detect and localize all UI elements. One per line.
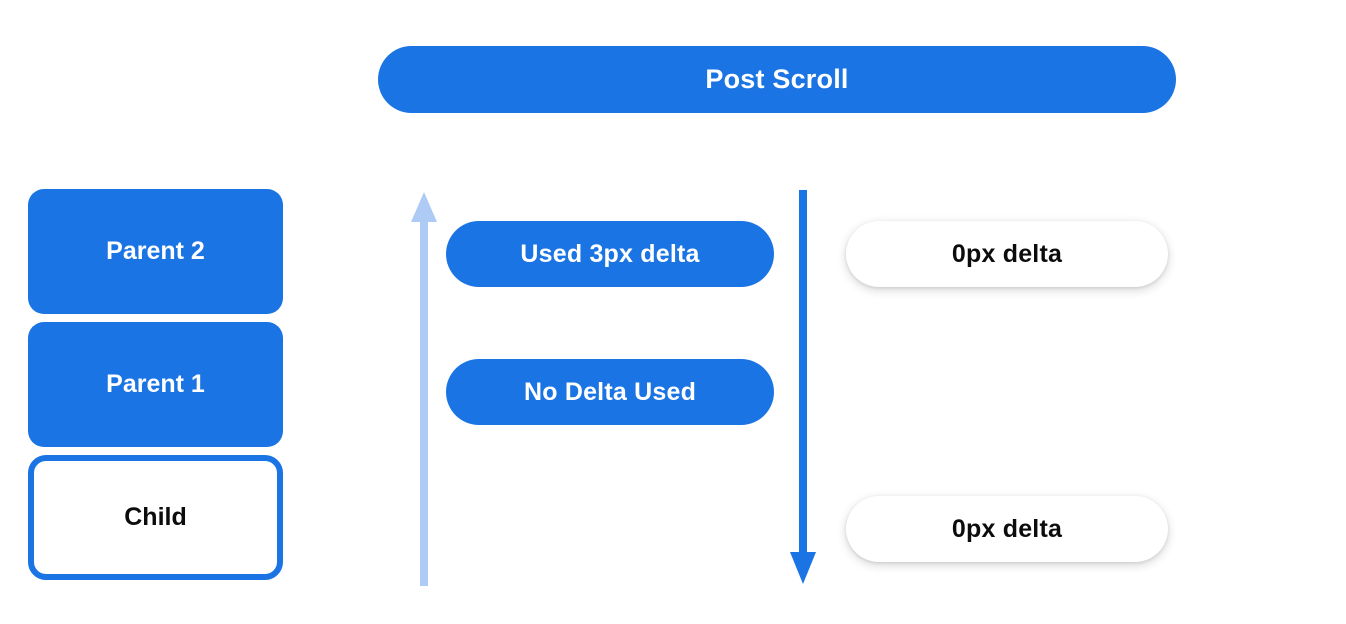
- scroll-up-arrow-icon: [411, 192, 437, 586]
- pill-label-used-3px-delta: Used 3px delta: [520, 239, 700, 268]
- node-box-parent-1: Parent 1: [28, 322, 283, 447]
- pill-no-delta-used: No Delta Used: [446, 359, 774, 425]
- node-label-parent-2: Parent 2: [106, 237, 205, 265]
- node-box-parent-2: Parent 2: [28, 189, 283, 314]
- banner-title: Post Scroll: [705, 64, 849, 94]
- pill-zero-delta-top: 0px delta: [846, 221, 1168, 287]
- node-label-parent-1: Parent 1: [106, 370, 205, 398]
- pill-used-3px-delta: Used 3px delta: [446, 221, 774, 287]
- node-label-child: Child: [124, 503, 187, 531]
- pill-label-zero-delta-top: 0px delta: [951, 239, 1063, 268]
- pill-label-no-delta-used: No Delta Used: [523, 377, 697, 406]
- node-stack: Parent 2 Parent 1 Child: [28, 189, 283, 588]
- pill-label-zero-delta-bottom: 0px delta: [951, 514, 1063, 543]
- scroll-down-arrow-icon: [790, 190, 816, 584]
- pill-zero-delta-bottom: 0px delta: [846, 496, 1168, 562]
- post-scroll-banner: Post Scroll: [378, 46, 1176, 113]
- node-box-child: Child: [28, 455, 283, 580]
